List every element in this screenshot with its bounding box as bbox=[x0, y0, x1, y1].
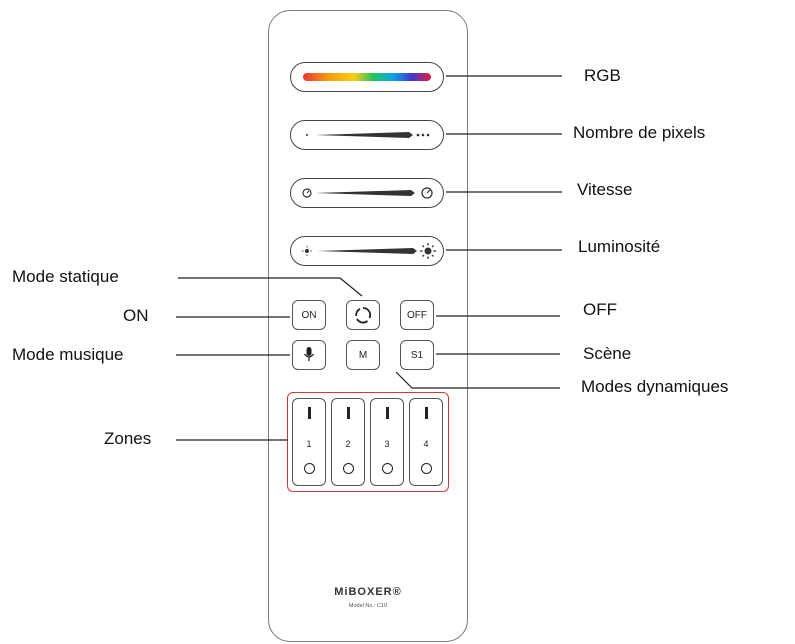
zone-off-icon bbox=[343, 463, 354, 474]
zone-4-button[interactable]: 4 bbox=[409, 398, 443, 486]
label-rgb: RGB bbox=[584, 66, 621, 85]
speed-slider[interactable] bbox=[290, 178, 444, 208]
dynamic-modes-button[interactable]: M bbox=[346, 340, 380, 370]
scene-s1-button[interactable]: S1 bbox=[400, 340, 434, 370]
label-scene: Scène bbox=[583, 344, 632, 363]
static-mode-button[interactable] bbox=[346, 300, 380, 330]
zone-on-icon bbox=[425, 407, 428, 419]
zone-3-button[interactable]: 3 bbox=[370, 398, 404, 486]
zone-number: 1 bbox=[306, 439, 312, 449]
music-mode-button[interactable] bbox=[292, 340, 326, 370]
zone-number: 2 bbox=[345, 439, 351, 449]
brightness-slider-icon bbox=[302, 243, 436, 259]
zone-number: 4 bbox=[423, 439, 429, 449]
zone-number: 3 bbox=[384, 439, 390, 449]
rgb-slider[interactable] bbox=[290, 62, 444, 92]
model-number: Model No.: C10 bbox=[348, 603, 388, 609]
on-button[interactable]: ON bbox=[292, 300, 326, 330]
label-pixels: Nombre de pixels bbox=[573, 123, 706, 142]
label-luminosite: Luminosité bbox=[578, 237, 661, 256]
rgb-gradient-icon bbox=[303, 73, 431, 81]
brightness-slider[interactable] bbox=[290, 236, 444, 266]
label-zones: Zones bbox=[104, 429, 152, 448]
label-modes-dynamiques: Modes dynamiques bbox=[581, 377, 729, 396]
zone-on-icon bbox=[347, 407, 350, 419]
microphone-icon bbox=[303, 347, 315, 361]
zones-highlight-frame bbox=[287, 392, 449, 492]
static-mode-icon bbox=[355, 307, 372, 324]
label-mode-musique: Mode musique bbox=[12, 345, 124, 364]
label-off: OFF bbox=[583, 300, 617, 319]
pixel-count-slider[interactable] bbox=[290, 120, 444, 150]
zone-2-button[interactable]: 2 bbox=[331, 398, 365, 486]
pixel-slider-icon bbox=[306, 132, 430, 138]
label-vitesse: Vitesse bbox=[577, 180, 633, 199]
brand-logo: MiBOXER® bbox=[334, 586, 402, 598]
zone-1-button[interactable]: 1 bbox=[292, 398, 326, 486]
off-button[interactable]: OFF bbox=[400, 300, 434, 330]
zone-on-icon bbox=[308, 407, 311, 419]
zone-off-icon bbox=[304, 463, 315, 474]
zone-off-icon bbox=[382, 463, 393, 474]
label-on: ON bbox=[123, 306, 149, 325]
zone-off-icon bbox=[421, 463, 432, 474]
label-mode-statique: Mode statique bbox=[12, 267, 119, 286]
zone-on-icon bbox=[386, 407, 389, 419]
speed-slider-icon bbox=[302, 187, 433, 199]
